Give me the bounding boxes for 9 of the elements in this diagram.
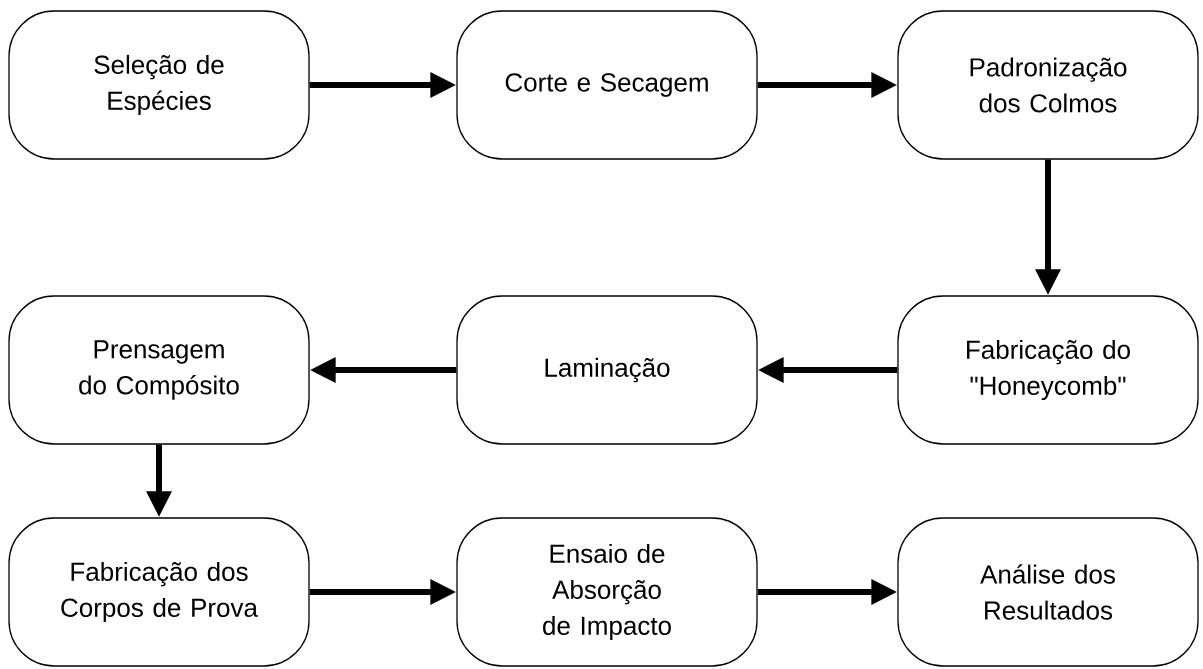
process-box: Corte e Secagem [456, 10, 758, 160]
process-box: Fabricação do "Honeycomb" [897, 295, 1199, 445]
process-box: Seleção de Espécies [8, 10, 310, 160]
process-box: Prensagem do Compósito [8, 295, 310, 445]
process-box: Fabricação dos Corpos de Prova [8, 517, 310, 667]
process-box: Laminação [456, 295, 758, 445]
process-box: Padronização dos Colmos [897, 10, 1199, 160]
process-box: Ensaio de Absorção de Impacto [456, 517, 758, 667]
process-box: Análise dos Resultados [897, 517, 1199, 667]
